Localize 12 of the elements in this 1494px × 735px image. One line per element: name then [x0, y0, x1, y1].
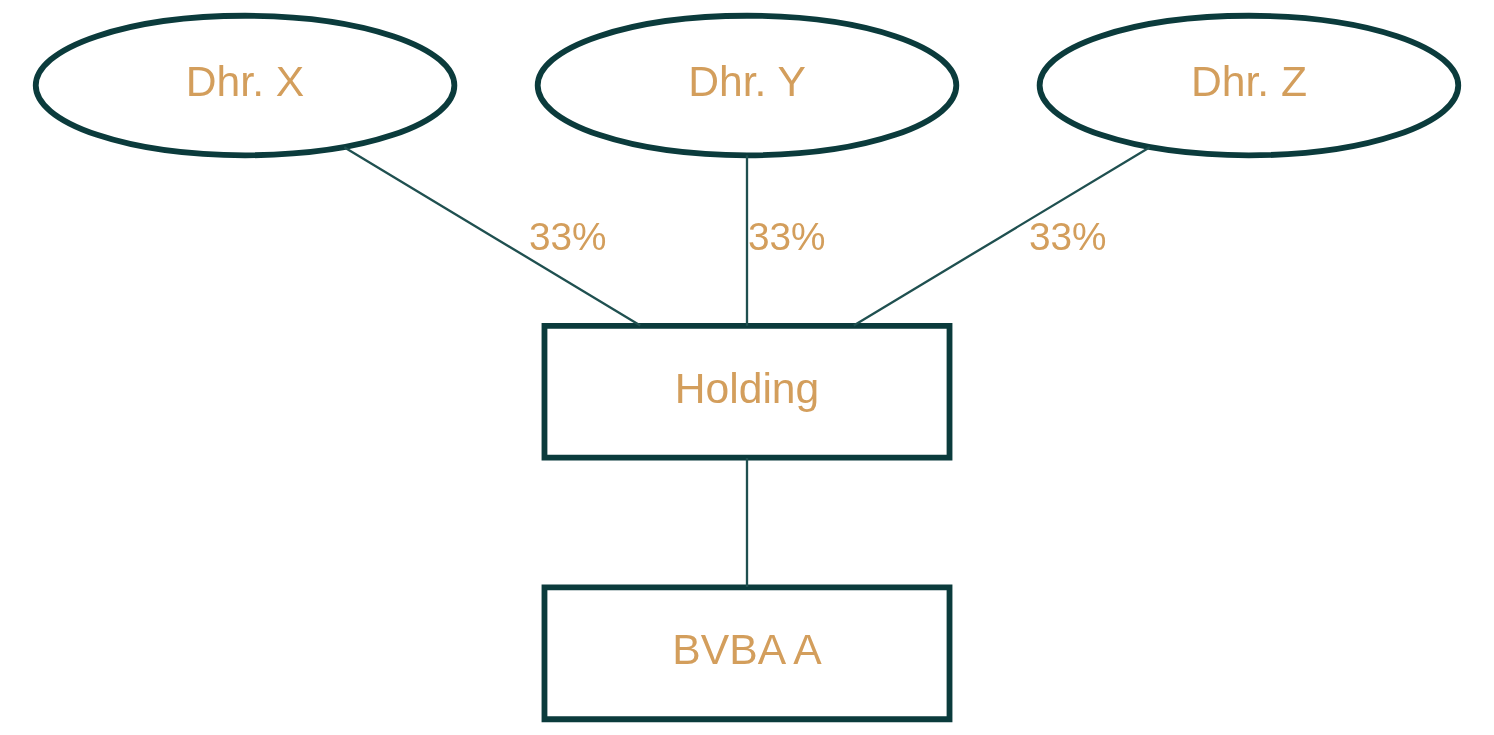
edge-label: 33% — [747, 215, 826, 259]
node-box: Holding — [541, 322, 953, 461]
connector — [745, 155, 749, 326]
node-ellipse: Dhr. X — [32, 12, 458, 159]
edge-label: 33% — [1028, 215, 1107, 259]
connector — [343, 146, 641, 327]
node-box: BVBA A — [541, 584, 953, 723]
node-ellipse: Dhr. Z — [1036, 12, 1462, 159]
connector — [745, 458, 749, 587]
connector — [853, 146, 1151, 327]
edge-label: 33% — [528, 215, 607, 259]
node-ellipse: Dhr. Y — [534, 12, 960, 159]
